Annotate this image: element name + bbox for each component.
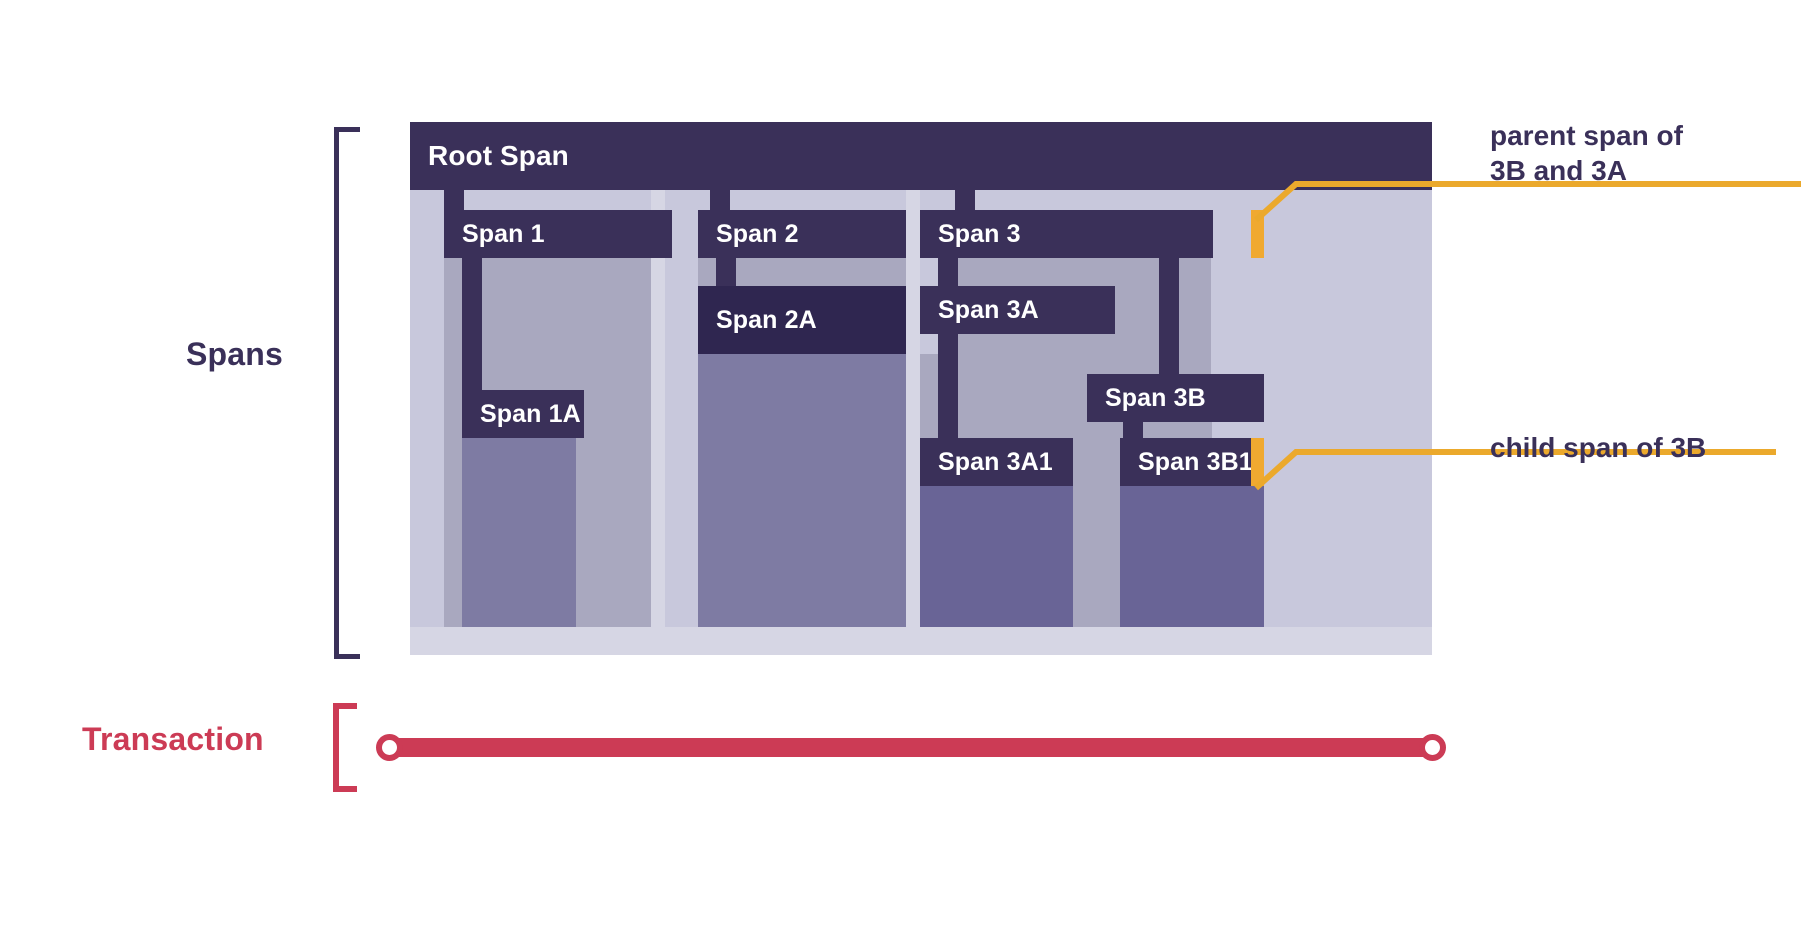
transaction-section-label: Transaction	[82, 721, 264, 757]
transaction-bracket	[333, 703, 357, 792]
connector-span3a-to-span3a1	[938, 330, 958, 438]
span-bar-1[interactable]: Span 1	[444, 210, 672, 258]
span-label-3b: Span 3B	[1105, 383, 1206, 412]
span-label-2: Span 2	[716, 219, 799, 248]
parent-annotation-leader	[1253, 172, 1801, 232]
span-bar-3a[interactable]: Span 3A	[920, 286, 1115, 334]
spans-bracket	[334, 127, 360, 659]
child-span-marker[interactable]	[1251, 438, 1264, 486]
span-bar-3b[interactable]: Span 3B	[1087, 374, 1264, 422]
span2a-body	[698, 354, 906, 627]
span3a1-body	[920, 486, 1073, 627]
spans-panel: Root Span Span 1 Span 1A Span 2 Span 2A	[410, 122, 1432, 655]
span-bar-root[interactable]: Root Span	[410, 122, 1432, 190]
span-label-3: Span 3	[938, 219, 1021, 248]
span-bar-3a1[interactable]: Span 3A1	[920, 438, 1073, 486]
connector-span3-to-span3b	[1159, 254, 1179, 374]
connector-span1-to-span1a	[462, 254, 482, 404]
span-label-root: Root Span	[428, 140, 569, 171]
span-label-2a: Span 2A	[716, 305, 817, 334]
transaction-bar[interactable]	[386, 738, 1436, 757]
span3b1-body	[1120, 486, 1264, 627]
span-label-1: Span 1	[462, 219, 545, 248]
parent-span-marker[interactable]	[1251, 210, 1264, 258]
transaction-start-dot[interactable]	[376, 734, 403, 761]
span-label-3a1: Span 3A1	[938, 447, 1053, 476]
span-label-3b1: Span 3B1	[1138, 447, 1253, 476]
parent-annotation-text: parent span of 3B and 3A	[1490, 120, 1683, 187]
transaction-end-dot[interactable]	[1419, 734, 1446, 761]
span-bar-3[interactable]: Span 3	[920, 210, 1213, 258]
child-annotation-leader	[1253, 440, 1801, 500]
span1a-body	[462, 438, 576, 627]
child-annotation-text: child span of 3B	[1490, 432, 1707, 463]
spans-section-label: Spans	[186, 336, 284, 372]
span-label-3a: Span 3A	[938, 295, 1039, 324]
span-bar-2a[interactable]: Span 2A	[698, 286, 906, 354]
span-label-1a: Span 1A	[480, 399, 581, 428]
span-bar-2[interactable]: Span 2	[698, 210, 906, 258]
span-bar-3b1[interactable]: Span 3B1	[1120, 438, 1264, 486]
span-bar-1a[interactable]: Span 1A	[462, 390, 584, 438]
